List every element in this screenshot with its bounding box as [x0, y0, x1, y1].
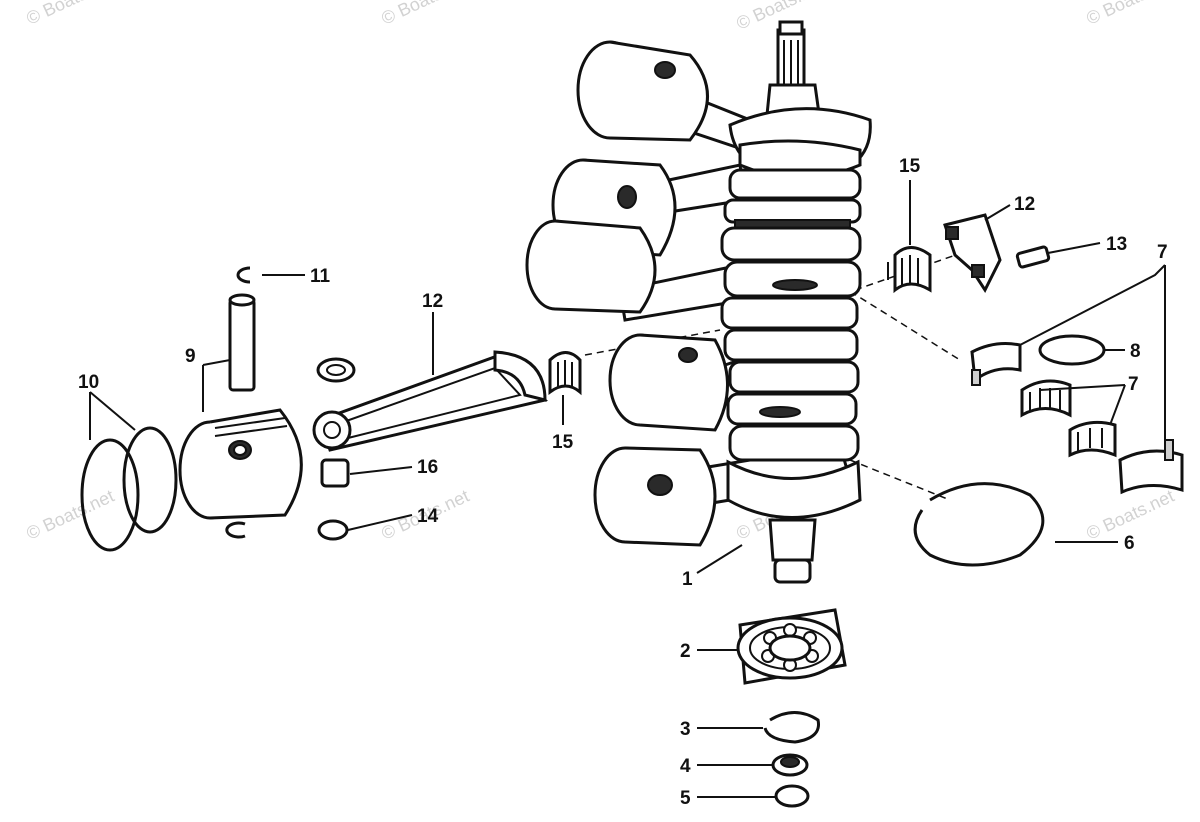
crankshaft [720, 20, 872, 584]
pin-retainer-upper [236, 266, 251, 284]
piston-upper-3 [525, 219, 657, 314]
roller-bearing-right [887, 246, 932, 294]
pin-retainer-lower [225, 521, 246, 539]
o-ring [1038, 334, 1106, 366]
connecting-rod [312, 350, 548, 452]
piston-pin [228, 293, 256, 392]
callout-5: 5 [680, 788, 691, 809]
callout-11: 11 [310, 266, 331, 287]
watermark: © Boats.net [1083, 0, 1177, 29]
roller-bearing-left [548, 351, 582, 396]
rod-cap-screw [1015, 245, 1051, 269]
needle-bearing [320, 458, 350, 488]
callout-7-middle: 7 [1128, 374, 1139, 395]
callout-10: 10 [78, 372, 99, 393]
main-bearing-middle [1020, 379, 1072, 418]
piston-rings [80, 426, 178, 552]
main-bearing-lower [1068, 420, 1117, 458]
piston-upper-1 [576, 40, 709, 142]
callout-14: 14 [417, 506, 439, 527]
seal [771, 753, 809, 777]
callout-12-left: 12 [422, 291, 443, 312]
callout-8: 8 [1130, 341, 1141, 362]
callout-16: 16 [417, 457, 438, 478]
rod-cap [943, 213, 1002, 294]
retaining-ring [913, 482, 1045, 567]
callout-2: 2 [680, 641, 691, 662]
callout-9: 9 [185, 346, 196, 367]
callout-6: 6 [1124, 533, 1135, 554]
watermark: © Boats.net [23, 0, 117, 29]
snap-ring [763, 711, 821, 744]
callout-7-top: 7 [1157, 242, 1168, 263]
callout-15-left: 15 [552, 432, 574, 453]
crankshaft-assembly [525, 20, 872, 584]
piston-lower [593, 446, 717, 547]
callout-1: 1 [682, 569, 693, 590]
callout-12-right: 12 [1014, 194, 1035, 215]
ball-bearing [736, 608, 847, 685]
watermark: © Boats.net [378, 0, 472, 29]
main-bearing-upper [970, 342, 1022, 386]
watermark: © Boats.net [23, 486, 117, 544]
washer [774, 784, 810, 808]
main-bearing-race [1118, 439, 1184, 495]
callout-13: 13 [1106, 234, 1127, 255]
piston-middle [608, 333, 729, 432]
callout-15-right: 15 [899, 156, 921, 177]
callout-4: 4 [680, 756, 691, 777]
callout-labels: 1 2 3 4 5 6 7 7 8 9 10 11 12 12 13 14 15… [78, 156, 1168, 809]
piston [178, 408, 303, 520]
thrust-washer [317, 519, 349, 541]
leader-lines [89, 180, 1166, 798]
callout-3: 3 [680, 719, 691, 740]
